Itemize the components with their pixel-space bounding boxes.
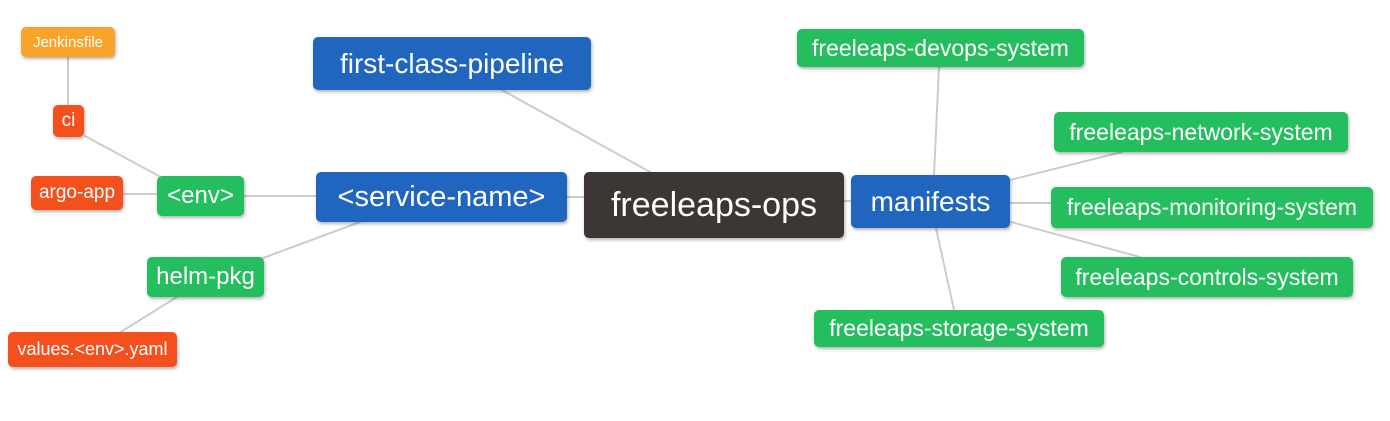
edge-manifests-devops-system xyxy=(933,66,940,176)
node-freeleaps-storage-system[interactable]: freeleaps-storage-system xyxy=(814,310,1104,347)
node-manifests[interactable]: manifests xyxy=(851,175,1010,228)
node-freeleaps-ops[interactable]: freeleaps-ops xyxy=(584,172,844,238)
node-jenkinsfile[interactable]: Jenkinsfile xyxy=(21,27,115,57)
edge-first-class-pipeline-root xyxy=(501,89,651,173)
node-freeleaps-devops-system[interactable]: freeleaps-devops-system xyxy=(797,29,1084,67)
edge-service-name-helm-pkg xyxy=(262,221,361,259)
node-helm-pkg[interactable]: helm-pkg xyxy=(147,257,264,297)
node-env[interactable]: <env> xyxy=(157,176,244,216)
edge-manifests-storage-system xyxy=(935,227,955,311)
edge-manifests-network-system xyxy=(1009,151,1123,181)
edge-ci-env xyxy=(84,135,160,177)
node-values-env-yaml[interactable]: values.<env>.yaml xyxy=(8,332,177,367)
node-first-class-pipeline[interactable]: first-class-pipeline xyxy=(313,37,591,90)
node-argo-app[interactable]: argo-app xyxy=(31,176,123,210)
node-ci[interactable]: ci xyxy=(53,105,84,137)
node-service-name[interactable]: <service-name> xyxy=(316,172,567,222)
node-freeleaps-network-system[interactable]: freeleaps-network-system xyxy=(1054,112,1348,152)
node-freeleaps-controls-system[interactable]: freeleaps-controls-system xyxy=(1061,257,1353,297)
node-freeleaps-monitoring-system[interactable]: freeleaps-monitoring-system xyxy=(1051,187,1373,228)
edge-manifests-controls-system xyxy=(1010,221,1141,258)
edge-helm-pkg-values-env-yaml xyxy=(118,296,178,334)
